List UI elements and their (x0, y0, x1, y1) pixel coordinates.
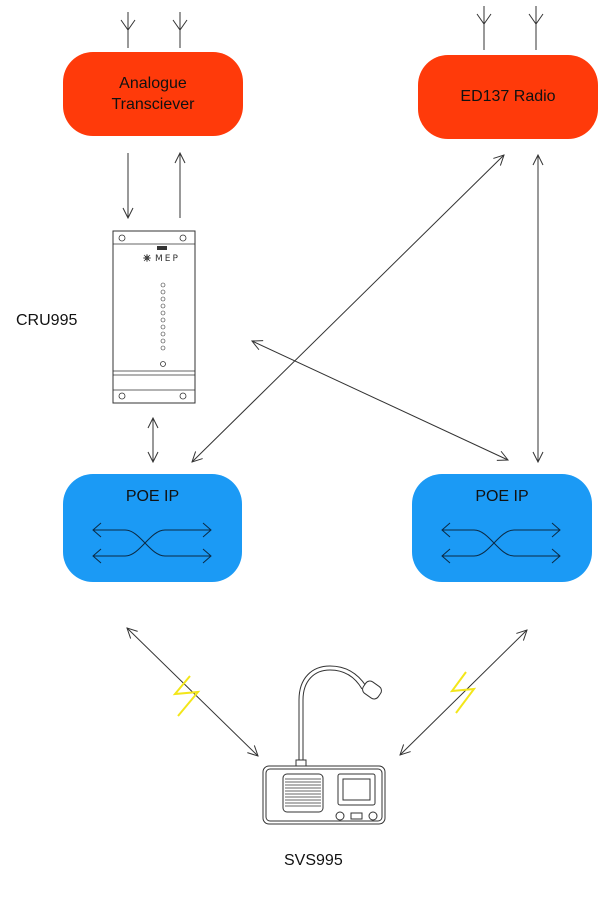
antenna-icon (172, 12, 188, 48)
analogue-transceiver-node: Analogue Transciever (63, 52, 243, 136)
poe-ip-left-label: POE IP (125, 488, 180, 505)
cru995-label: CRU995 (16, 312, 78, 329)
arrow-cru-poe-right (252, 341, 508, 460)
wireless-link-right (400, 630, 527, 755)
desk-microphone-icon (262, 665, 386, 825)
poe-ip-right-label: POE IP (475, 488, 529, 505)
cru-brand-text: MEP (155, 254, 180, 264)
antenna-icon (476, 6, 492, 50)
poe-ip-right-node: POE IP (412, 474, 592, 582)
svs995-label: SVS995 (284, 852, 343, 869)
cru-device-icon: MEP (112, 230, 196, 404)
analogue-transceiver-label-line1: Analogue (119, 75, 187, 92)
arrow-ed137-poe-left (192, 155, 504, 462)
antenna-icon (528, 6, 544, 50)
lightning-icon (449, 671, 477, 714)
switch-icon (92, 522, 212, 564)
ed137-radio-label: ED137 Radio (460, 88, 556, 105)
switch-icon (441, 522, 561, 564)
lightning-icon (172, 675, 201, 717)
poe-ip-left-node: POE IP (63, 474, 242, 582)
antenna-icon (120, 12, 136, 48)
ed137-radio-node: ED137 Radio (418, 55, 598, 139)
analogue-transceiver-label-line2: Transciever (111, 96, 195, 113)
mep-logo-icon (143, 254, 151, 262)
